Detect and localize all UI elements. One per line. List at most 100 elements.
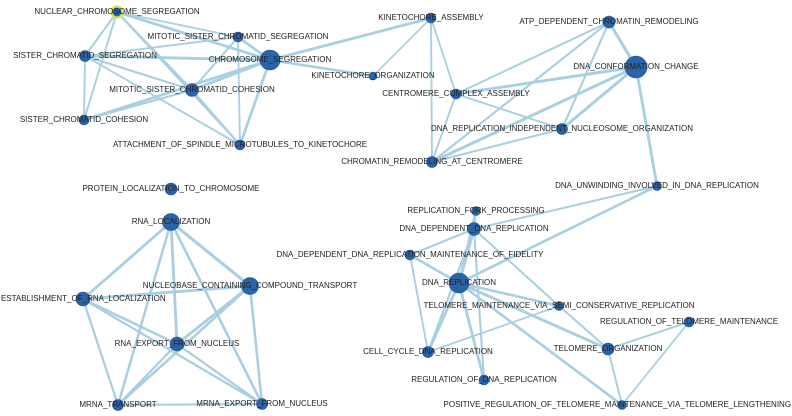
edge-dcc-drino: [560, 65, 638, 131]
edge-dr-ccdr: [426, 281, 461, 354]
node-label-erl: ESTABLISHMENT_OF_RNA_LOCALIZATION: [1, 294, 166, 303]
edge-dr-to: [457, 281, 610, 351]
node-dddr[interactable]: [467, 222, 481, 236]
node-label-dcc: DNA_CONFORMATION_CHANGE: [573, 62, 698, 71]
node-ccca[interactable]: [450, 88, 462, 100]
node-to[interactable]: [601, 342, 615, 356]
node-drino[interactable]: [556, 123, 568, 135]
node-ko[interactable]: [368, 71, 378, 81]
edge-adcr-drino: [560, 20, 611, 131]
node-ccdr[interactable]: [422, 346, 434, 358]
node-ncct[interactable]: [241, 277, 259, 295]
edge-scs-askt: [84, 55, 241, 146]
node-dddrmf[interactable]: [404, 249, 416, 261]
node-label-ncct: NUCLEOBASE_CONTAINING_COMPOUND_TRANSPORT: [143, 281, 358, 290]
node-label-scc: SISTER_CHROMATID_COHESION: [20, 115, 149, 124]
node-label-tmvscr: TELOMERE_MAINTENANCE_VIA_SEMI_CONSERVATI…: [423, 301, 694, 310]
node-label-dr: DNA_REPLICATION: [422, 278, 496, 287]
node-label-rodr: REGULATION_OF_DNA_REPLICATION: [411, 375, 557, 384]
node-scc[interactable]: [78, 114, 90, 126]
edge-mscc-scc: [82, 88, 194, 122]
node-adcr[interactable]: [602, 15, 616, 29]
node-rl[interactable]: [162, 213, 180, 231]
node-label-dddr: DNA_DEPENDENT_DNA_REPLICATION: [399, 224, 548, 233]
edge-ncct-mefn: [248, 284, 264, 406]
edge-duidr-dddr: [473, 185, 658, 230]
node-label-adcr: ATP_DEPENDENT_CHROMATIN_REMODELING: [519, 17, 698, 26]
node-askt[interactable]: [234, 139, 246, 151]
edge-dddr-rodr: [472, 227, 486, 382]
node-rodr[interactable]: [478, 374, 490, 386]
node-label-askt: ATTACHMENT_OF_SPINDLE_MICROTUBULES_TO_KI…: [113, 140, 367, 149]
node-ncs[interactable]: [110, 5, 124, 19]
node-label-mt: MRNA_TRANSPORT: [79, 400, 156, 409]
node-label-ncs: NUCLEAR_CHROMOSOME_SEGREGATION: [34, 7, 199, 16]
node-crac[interactable]: [426, 156, 438, 168]
edge-tmvscr-to: [558, 305, 609, 350]
edge-mscs-mscc: [190, 35, 240, 92]
edge-rl-ncct: [169, 220, 252, 288]
edge-refn-mt: [116, 342, 179, 407]
edge-ccca-dcc: [454, 65, 638, 96]
node-rfp[interactable]: [471, 206, 481, 216]
edge-ccca-drino: [455, 93, 563, 130]
node-mscs[interactable]: [232, 31, 244, 43]
edge-ncct-erl: [81, 284, 252, 301]
node-label-rfp: REPLICATION_FORK_PROCESSING: [407, 206, 544, 215]
node-label-dddrmf: DNA_DEPENDENT_DNA_REPLICATION_MAINTENANC…: [276, 250, 544, 259]
node-duidr[interactable]: [652, 181, 662, 191]
node-pltc[interactable]: [164, 182, 178, 196]
node-label-scs: SISTER_CHROMATID_SEGREGATION: [13, 51, 157, 60]
edge-ka-ccca: [430, 17, 457, 95]
node-scs[interactable]: [79, 50, 91, 62]
edge-erl-mt: [81, 297, 120, 407]
edge-drino-crac: [431, 128, 563, 163]
node-mt[interactable]: [112, 399, 124, 411]
edge-ncs-mscs: [116, 11, 239, 38]
node-label-mscc: MITOTIC_SISTER_CHROMATID_COHESION: [109, 85, 275, 94]
edge-dcc-crac: [430, 65, 638, 164]
node-refn[interactable]: [169, 336, 185, 352]
edge-erl-mefn: [81, 297, 264, 406]
node-dcc[interactable]: [624, 55, 648, 79]
edge-to-protm: [607, 348, 623, 406]
node-label-refn: RNA_EXPORT_FROM_NUCLEUS: [115, 339, 240, 348]
edge-dcc-duidr: [634, 65, 659, 188]
node-label-protm: POSITIVE_REGULATION_OF_TELOMERE_MAINTENA…: [444, 400, 792, 409]
node-label-duidr: DNA_UNWINDING_INVOLVED_IN_DNA_REPLICATIO…: [555, 181, 759, 190]
edge-erl-refn: [81, 297, 179, 346]
edge-scs-scc: [83, 55, 86, 121]
edge-ncs-cs: [115, 10, 272, 62]
edge-mscs-askt: [237, 36, 241, 146]
node-label-ko: KINETOCHORE_ORGANIZATION: [311, 71, 434, 80]
node-dr[interactable]: [448, 272, 470, 294]
edge-tmvscr-ccdr: [427, 305, 560, 353]
node-label-ccca: CENTROMERE_COMPLEX_ASSEMBLY: [382, 89, 530, 98]
edge-cs-ko: [268, 58, 375, 78]
edge-adcr-crac: [430, 20, 611, 164]
node-mscc[interactable]: [185, 83, 199, 97]
node-label-pltc: PROTEIN_LOCALIZATION_TO_CHROMOSOME: [82, 184, 259, 193]
edge-duidr-dr: [457, 184, 659, 285]
node-label-crac: CHROMATIN_REMODELING_AT_CENTROMERE: [341, 157, 523, 166]
edge-ka-ko: [372, 17, 432, 77]
node-ka[interactable]: [425, 12, 437, 24]
edge-dddrmf-ccdr: [409, 254, 429, 353]
edge-ccca-crac: [431, 93, 457, 163]
node-rotm[interactable]: [683, 316, 695, 328]
node-label-to: TELOMERE_ORGANIZATION: [554, 344, 663, 353]
node-protm[interactable]: [617, 400, 627, 410]
node-label-rl: RNA_LOCALIZATION: [132, 217, 211, 226]
node-tmvscr[interactable]: [554, 301, 564, 311]
edge-dddr-dddrmf: [408, 227, 476, 257]
node-erl[interactable]: [75, 291, 91, 307]
edge-dddr-tmvscr: [473, 228, 560, 307]
node-layer: [75, 5, 695, 411]
edge-rotm-protm: [621, 321, 690, 406]
node-mefn[interactable]: [256, 398, 268, 410]
edge-scs-mscc: [83, 54, 194, 92]
node-cs[interactable]: [259, 49, 281, 71]
node-label-mefn: MRNA_EXPORT_FROM_NUCLEUS: [196, 399, 327, 408]
edge-ka-crac: [430, 17, 433, 163]
edge-mscc-askt: [190, 88, 242, 147]
